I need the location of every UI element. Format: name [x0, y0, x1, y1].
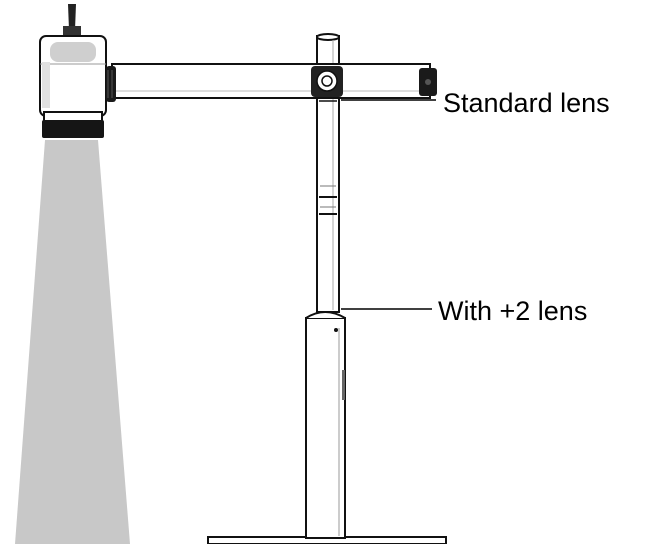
- standard-lens-label: Standard lens: [443, 88, 610, 118]
- end-cap: [419, 68, 437, 96]
- light-cone: [15, 140, 130, 544]
- lower-pole: [305, 311, 346, 539]
- crossbar: [111, 63, 431, 99]
- camera-head: [39, 4, 116, 138]
- plus2-lens-label: With +2 lens: [438, 296, 588, 326]
- clamp-knob: [311, 66, 343, 97]
